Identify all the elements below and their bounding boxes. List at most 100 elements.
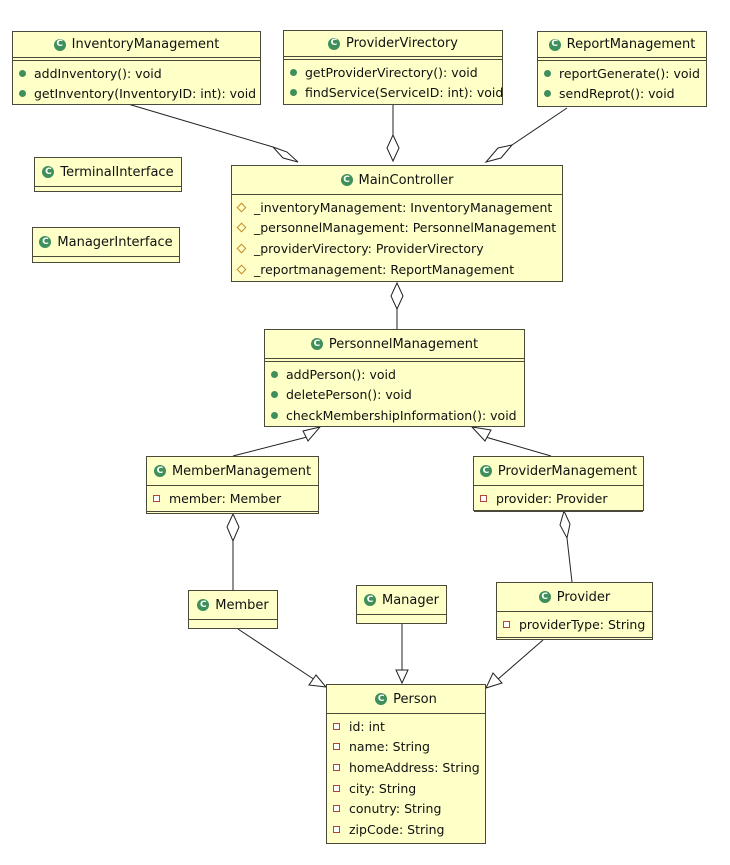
- attribute-row[interactable]: zipCode: String: [333, 819, 485, 840]
- class-c-icon: C: [42, 166, 55, 178]
- method-row[interactable]: reportGenerate(): void: [544, 63, 706, 84]
- methods-compartment: addPerson(): void deletePerson(): void c…: [265, 361, 524, 428]
- generalization-arrow-member: [308, 674, 328, 688]
- class-header: C Provider: [497, 583, 652, 611]
- class-name: MemberManagement: [171, 463, 312, 479]
- class-c-icon: C: [327, 37, 340, 50]
- class-c-icon: C: [538, 591, 551, 603]
- public-method-icon: [544, 69, 551, 77]
- class-c-icon: C: [548, 38, 561, 51]
- class-provider[interactable]: C Provider providerType: String: [496, 582, 653, 640]
- method-row[interactable]: addInventory(): void: [19, 63, 260, 84]
- generalization-edge-member-management: [232, 435, 312, 457]
- attribute-row[interactable]: member: Member: [153, 488, 318, 509]
- attribute-row[interactable]: _providerVirectory: ProviderVirectory: [236, 238, 562, 259]
- class-c-icon: C: [364, 594, 376, 606]
- private-field-icon: [333, 743, 340, 751]
- method-row[interactable]: addPerson(): void: [271, 364, 524, 385]
- attributes-compartment: [35, 186, 181, 190]
- class-name: PersonnelManagement: [328, 336, 479, 352]
- class-main-controller[interactable]: C MainController _inventoryManagement: I…: [231, 165, 563, 284]
- attribute-row[interactable]: _reportmanagement: ReportManagement: [236, 259, 562, 280]
- attribute-row[interactable]: providerType: String: [503, 614, 652, 635]
- class-header: C InventoryManagement: [13, 32, 260, 57]
- method-row[interactable]: findService(ServiceID: int): void: [290, 83, 503, 104]
- class-name: Member: [215, 597, 269, 613]
- class-member[interactable]: C Member: [188, 590, 278, 629]
- aggregation-diamond-personnel: [390, 281, 404, 311]
- public-method-icon: [290, 89, 297, 97]
- public-method-icon: [271, 411, 278, 419]
- class-header: C ProviderVirectory: [284, 31, 502, 56]
- class-name: Person: [393, 691, 437, 707]
- class-header: C ProviderManagement: [474, 457, 643, 485]
- attributes-compartment: [13, 57, 260, 60]
- attribute-row[interactable]: conutry: String: [333, 798, 485, 819]
- attribute-row[interactable]: _inventoryManagement: InventoryManagemen…: [236, 197, 562, 218]
- attributes-compartment: [284, 56, 502, 59]
- attribute-row[interactable]: city: String: [333, 778, 485, 799]
- attributes-compartment: provider: Provider: [474, 485, 643, 511]
- aggregation-diamond-provider-virectory: [386, 133, 400, 163]
- class-provider-management[interactable]: C ProviderManagement provider: Provider: [473, 456, 644, 512]
- class-name: ProviderVirectory: [345, 36, 459, 51]
- generalization-arrow-member-management: [302, 426, 322, 442]
- aggregation-diamond-provider: [559, 509, 571, 540]
- private-field-icon: [503, 620, 510, 628]
- attribute-row[interactable]: provider: Provider: [480, 488, 643, 509]
- attributes-compartment: member: Member: [147, 485, 318, 511]
- generalization-edge-provider-management: [481, 435, 552, 457]
- methods-compartment: addInventory(): void getInventory(Invent…: [13, 60, 260, 106]
- public-method-icon: [544, 90, 551, 98]
- class-manager[interactable]: C Manager: [356, 585, 447, 624]
- method-row[interactable]: deletePerson(): void: [271, 385, 524, 406]
- class-name: TerminalInterface: [60, 164, 174, 180]
- class-header: C Manager: [357, 586, 446, 614]
- class-personnel-management[interactable]: C PersonnelManagement addPerson(): void …: [264, 329, 525, 427]
- methods-compartment: [497, 636, 652, 640]
- class-inventory-management[interactable]: C InventoryManagement addInventory(): vo…: [12, 31, 261, 105]
- private-field-icon: [333, 722, 340, 730]
- aggregation-edge-inventory: [127, 103, 274, 148]
- methods-compartment: getProviderVirectory(): void findService…: [284, 59, 503, 105]
- class-provider-virectory[interactable]: C ProviderVirectory getProviderVirectory…: [283, 30, 503, 105]
- class-manager-interface[interactable]: C ManagerInterface: [32, 227, 180, 263]
- method-row[interactable]: checkMembershipInformation(): void: [271, 405, 524, 426]
- class-c-icon: C: [340, 174, 353, 186]
- attributes-compartment: [265, 358, 524, 361]
- class-name: Provider: [556, 589, 611, 605]
- attributes-compartment: [189, 619, 277, 623]
- class-c-icon: C: [479, 465, 492, 477]
- public-method-icon: [271, 391, 278, 399]
- class-header: C PersonnelManagement: [265, 330, 524, 358]
- class-c-icon: C: [375, 693, 388, 705]
- attribute-row[interactable]: id: int: [333, 716, 485, 737]
- class-person[interactable]: C Person id: int name: String homeAddres…: [326, 684, 486, 844]
- method-row[interactable]: sendReprot(): void: [544, 84, 706, 105]
- methods-compartment: reportGenerate(): void sendReprot(): voi…: [538, 60, 706, 106]
- attribute-row[interactable]: _personnelManagement: PersonnelManagemen…: [236, 218, 562, 239]
- method-row[interactable]: getProviderVirectory(): void: [290, 62, 502, 83]
- private-field-icon: [333, 784, 340, 792]
- class-header: C ManagerInterface: [33, 228, 179, 256]
- private-field-icon: [333, 825, 340, 833]
- attributes-compartment: [538, 57, 706, 60]
- generalization-edge-provider: [496, 639, 544, 681]
- generalization-arrow-manager: [395, 669, 409, 685]
- class-header: C ReportManagement: [538, 32, 706, 57]
- protected-field-icon: [236, 264, 247, 275]
- method-row[interactable]: getInventory(InventoryID: int): void: [19, 84, 260, 105]
- generalization-arrow-provider: [485, 672, 503, 689]
- class-report-management[interactable]: C ReportManagement reportGenerate(): voi…: [537, 31, 707, 107]
- generalization-arrow-provider-management: [470, 426, 492, 442]
- aggregation-edge-report: [511, 107, 568, 146]
- attribute-row[interactable]: homeAddress: String: [333, 757, 485, 778]
- class-member-management[interactable]: C MemberManagement member: Member: [146, 456, 319, 514]
- attributes-compartment: _inventoryManagement: InventoryManagemen…: [232, 194, 562, 281]
- attributes-compartment: [33, 256, 179, 260]
- attribute-row[interactable]: name: String: [333, 737, 485, 758]
- class-terminal-interface[interactable]: C TerminalInterface: [34, 157, 182, 192]
- methods-compartment: [232, 281, 562, 284]
- private-field-icon: [333, 805, 340, 813]
- aggregation-edge-provider: [566, 537, 573, 583]
